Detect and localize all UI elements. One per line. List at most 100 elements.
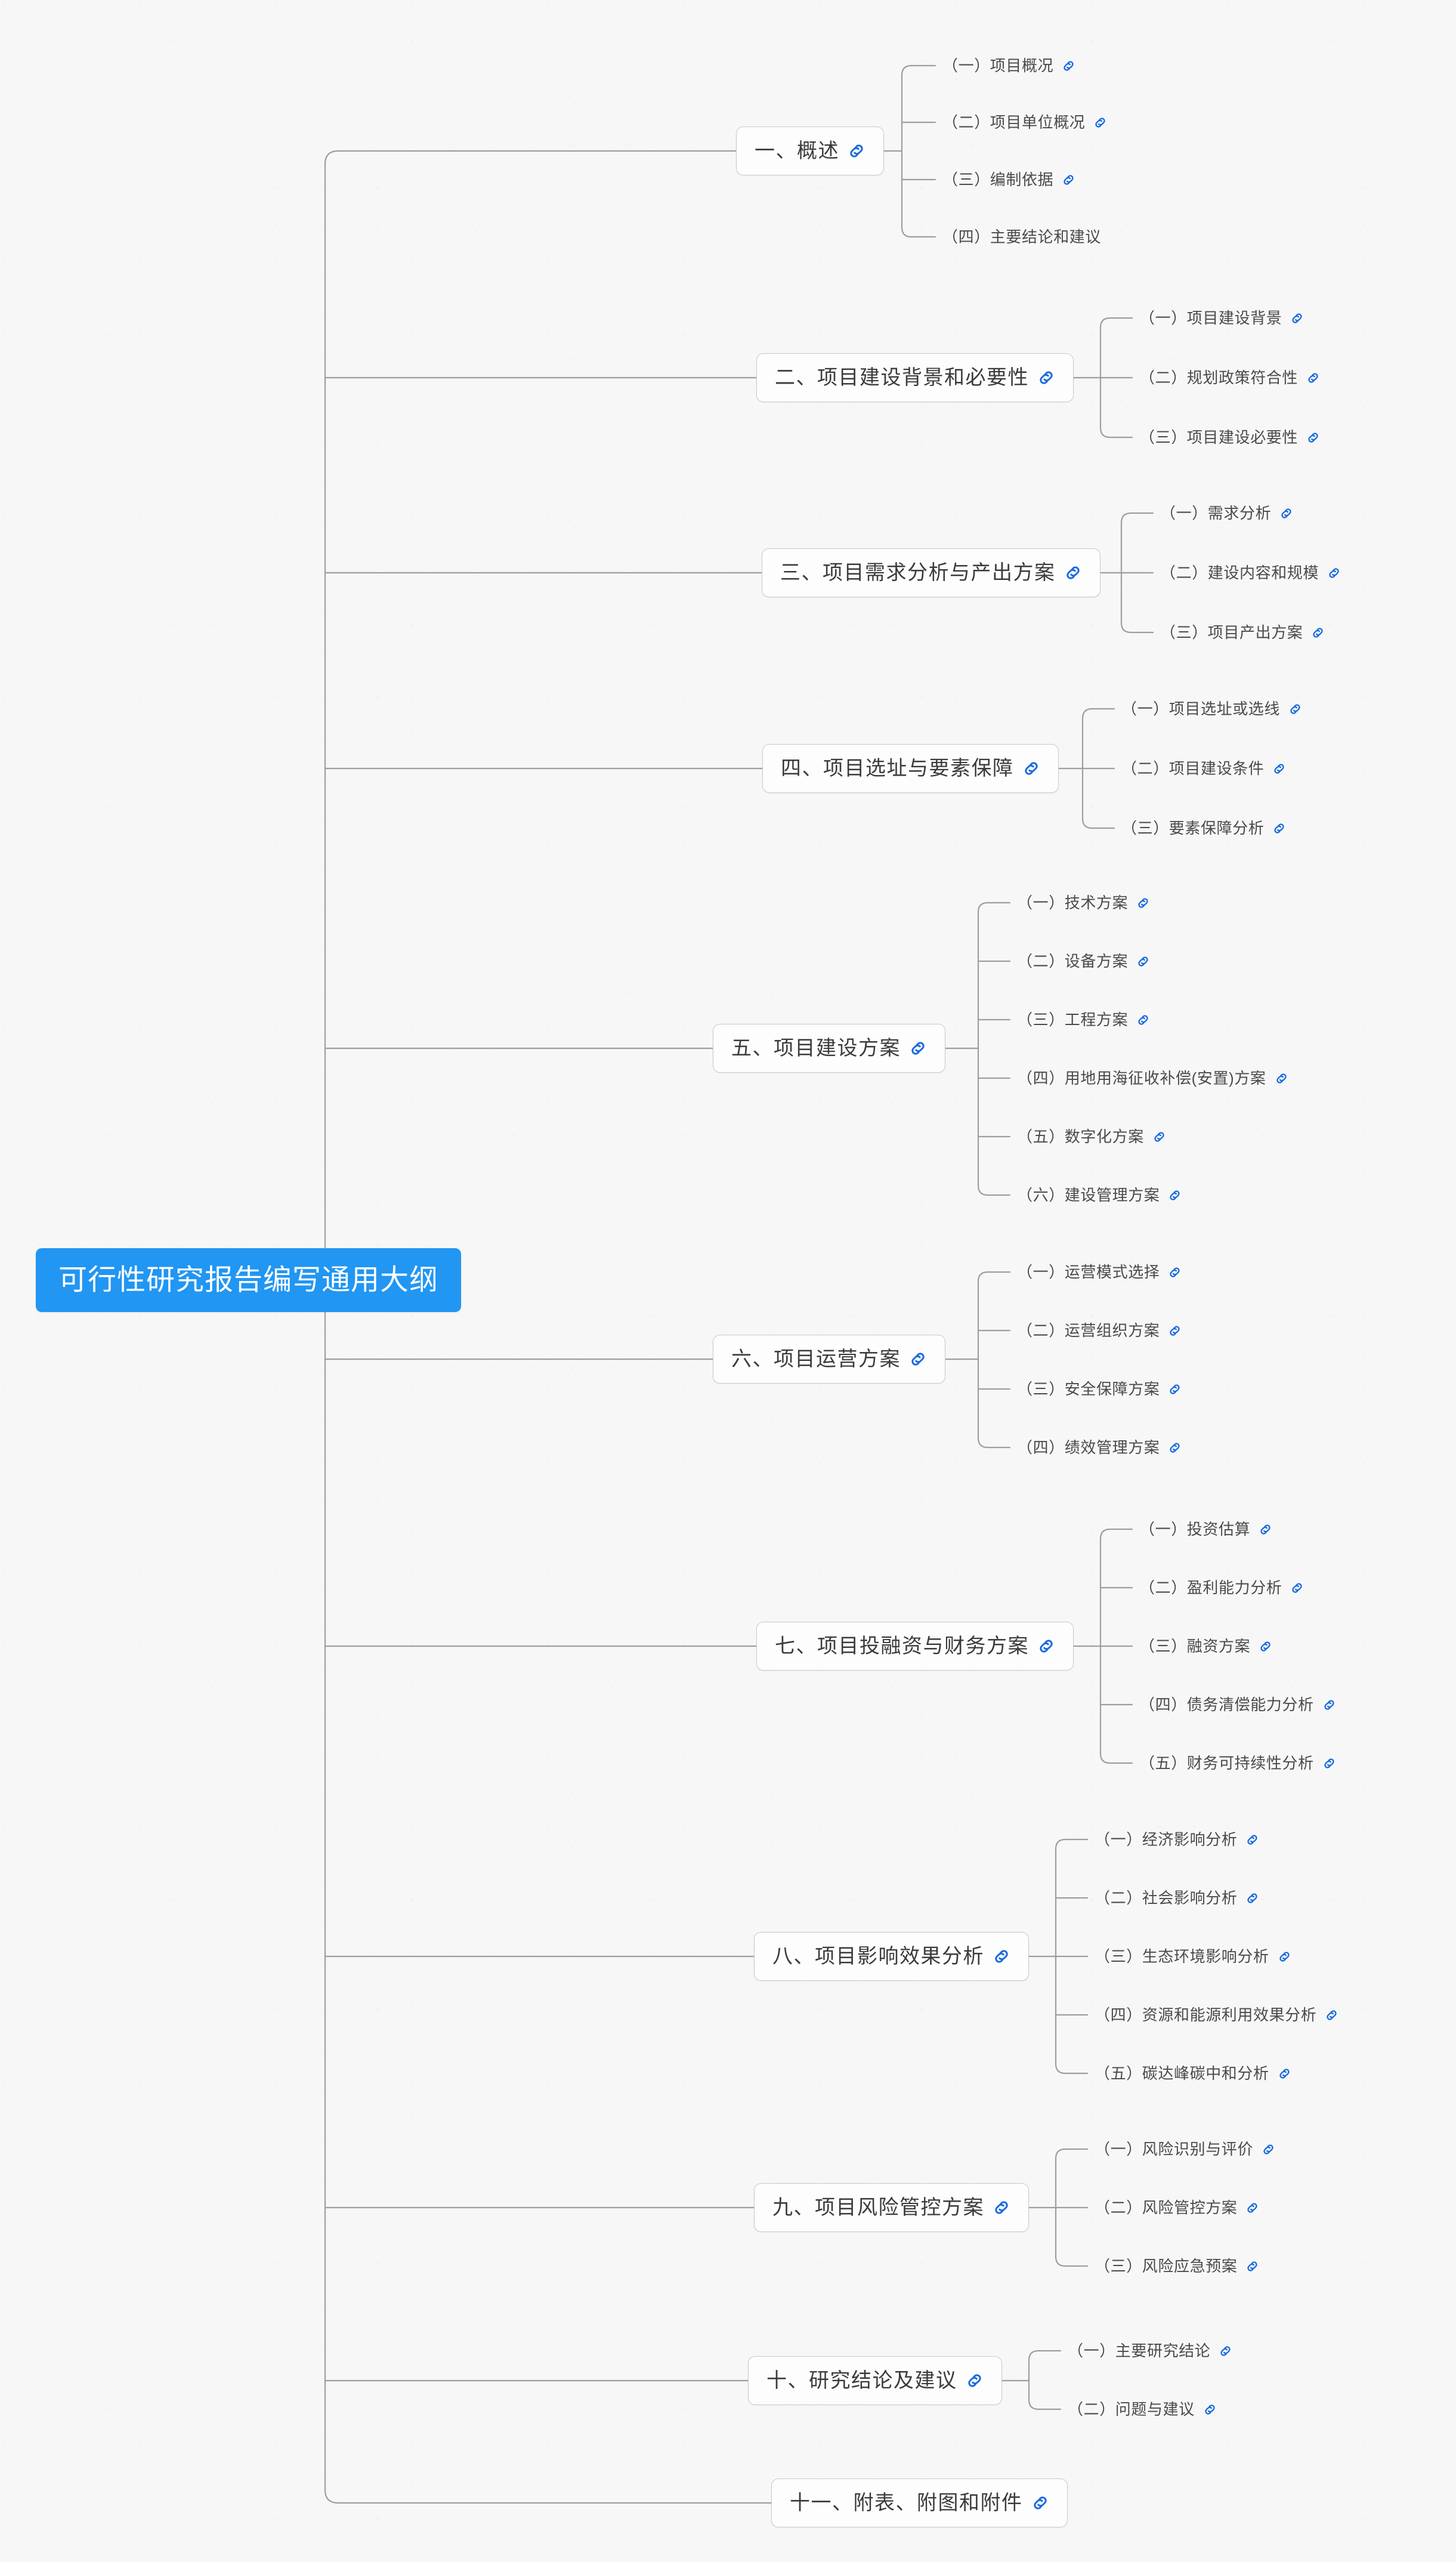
leaf-node[interactable]: （三）项目建设必要性 [1139,428,1320,447]
link-icon[interactable] [1259,1640,1272,1653]
leaf-node[interactable]: （三）安全保障方案 [1017,1380,1182,1399]
leaf-node[interactable]: （五）数字化方案 [1017,1128,1166,1146]
leaf-node[interactable]: （二）建设内容和规模 [1160,564,1341,582]
branch-node-6[interactable]: 六、项目运营方案 [713,1334,945,1384]
branch-node-9[interactable]: 九、项目风险管控方案 [754,2183,1029,2233]
link-icon[interactable] [1037,369,1055,387]
leaf-node[interactable]: （一）运营模式选择 [1017,1263,1182,1282]
link-icon[interactable] [1168,1382,1182,1396]
link-icon[interactable] [1168,1441,1182,1455]
link-icon[interactable] [1136,896,1150,910]
link-icon[interactable] [1259,1523,1272,1536]
leaf-node[interactable]: （四）资源和能源利用效果分析 [1095,2006,1338,2024]
leaf-node[interactable]: （三）工程方案 [1017,1011,1150,1029]
link-icon[interactable] [1062,59,1075,73]
link-icon[interactable] [1062,173,1075,187]
leaf-node[interactable]: （一）项目选址或选线 [1121,700,1302,718]
leaf-node[interactable]: （二）盈利能力分析 [1139,1579,1304,1597]
leaf-node[interactable]: （三）要素保障分析 [1121,819,1286,838]
link-icon[interactable] [1168,1189,1182,1202]
link-icon[interactable] [909,1039,927,1057]
branch-node-2[interactable]: 二、项目建设背景和必要性 [756,353,1074,403]
link-icon[interactable] [1136,955,1150,968]
link-icon[interactable] [1311,626,1325,640]
branch-node-4[interactable]: 四、项目选址与要素保障 [762,743,1059,794]
link-icon[interactable] [1203,2403,1217,2416]
link-icon[interactable] [1272,762,1286,776]
leaf-node[interactable]: （一）项目建设背景 [1139,309,1304,328]
leaf-node[interactable]: （三）生态环境影响分析 [1095,1947,1291,1966]
leaf-node[interactable]: （二）风险管控方案 [1095,2199,1259,2217]
branch-node-3[interactable]: 三、项目需求分析与产出方案 [762,548,1100,598]
link-icon[interactable] [1031,2494,1049,2512]
link-icon[interactable] [1272,822,1286,835]
link-icon[interactable] [1290,311,1304,325]
branch-node-7[interactable]: 七、项目投融资与财务方案 [756,1621,1074,1671]
branch-node-8[interactable]: 八、项目影响效果分析 [754,1931,1029,1981]
leaf-node[interactable]: （一）项目概况 [942,57,1075,75]
leaf-node[interactable]: （三）编制依据 [942,171,1075,189]
leaf-node[interactable]: （三）项目产出方案 [1160,623,1325,642]
leaf-node[interactable]: （四）用地用海征收补偿(安置)方案 [1017,1069,1288,1088]
leaf-node[interactable]: （三）风险应急预案 [1095,2257,1259,2276]
link-icon[interactable] [966,2372,984,2390]
leaf-node[interactable]: （二）问题与建议 [1068,2400,1217,2419]
leaf-node[interactable]: （一）需求分析 [1160,504,1293,523]
link-icon[interactable] [1288,702,1302,716]
link-icon[interactable] [1245,1833,1259,1847]
link-icon[interactable] [1037,1637,1055,1655]
link-icon[interactable] [1322,1698,1336,1712]
leaf-node[interactable]: （二）社会影响分析 [1095,1889,1259,1907]
link-icon[interactable] [1245,2201,1259,2215]
link-icon[interactable] [1168,1324,1182,1338]
link-icon[interactable] [1093,116,1107,129]
link-icon[interactable] [1306,371,1320,385]
branch-label: 八、项目影响效果分析 [772,1944,984,1968]
branch-node-5[interactable]: 五、项目建设方案 [713,1023,945,1073]
leaf-label: （五）碳达峰碳中和分析 [1095,2064,1269,2082]
link-icon[interactable] [848,142,865,160]
link-icon[interactable] [1168,1265,1182,1279]
link-icon[interactable] [1152,1130,1166,1144]
branch-node-1[interactable]: 一、概述 [736,126,884,176]
link-icon[interactable] [1136,1013,1150,1027]
leaf-node[interactable]: （四）绩效管理方案 [1017,1439,1182,1457]
leaf-node[interactable]: （一）经济影响分析 [1095,1831,1259,1849]
link-icon[interactable] [1322,1757,1336,1770]
leaf-node[interactable]: （一）投资估算 [1139,1520,1272,1539]
link-icon[interactable] [1278,2067,1291,2081]
leaf-node[interactable]: （三）融资方案 [1139,1637,1272,1656]
root-node[interactable]: 可行性研究报告编写通用大纲 [36,1248,462,1313]
link-icon[interactable] [909,1350,927,1368]
leaf-node[interactable]: （四）主要结论和建议 [942,228,1101,246]
leaf-node[interactable]: （二）规划政策符合性 [1139,369,1320,387]
leaf-node[interactable]: （五）财务可持续性分析 [1139,1754,1336,1773]
link-icon[interactable] [1278,1950,1291,1964]
link-icon[interactable] [993,1947,1010,1965]
link-icon[interactable] [1022,760,1040,777]
leaf-node[interactable]: （五）碳达峰碳中和分析 [1095,2064,1291,2083]
branch-node-10[interactable]: 十、研究结论及建议 [748,2356,1002,2406]
link-icon[interactable] [1290,1581,1304,1595]
link-icon[interactable] [1262,2143,1275,2156]
link-icon[interactable] [1327,566,1341,580]
link-icon[interactable] [1219,2344,1232,2358]
link-icon[interactable] [1279,507,1293,520]
leaf-node[interactable]: （二）项目单位概况 [942,113,1107,132]
link-icon[interactable] [1245,2260,1259,2273]
leaf-node[interactable]: （二）设备方案 [1017,952,1150,971]
leaf-node[interactable]: （一）风险识别与评价 [1095,2140,1275,2159]
leaf-node[interactable]: （四）债务清偿能力分析 [1139,1696,1336,1714]
link-icon[interactable] [1275,1072,1288,1085]
link-icon[interactable] [1064,564,1082,582]
link-icon[interactable] [1245,1891,1259,1905]
link-icon[interactable] [1306,431,1320,445]
link-icon[interactable] [1325,2008,1338,2022]
leaf-node[interactable]: （六）建设管理方案 [1017,1186,1182,1205]
link-icon[interactable] [993,2199,1010,2217]
leaf-node[interactable]: （二）运营组织方案 [1017,1322,1182,1340]
branch-node-11[interactable]: 十一、附表、附图和附件 [771,2478,1068,2528]
leaf-node[interactable]: （一）主要研究结论 [1068,2342,1232,2360]
leaf-node[interactable]: （一）技术方案 [1017,894,1150,912]
leaf-node[interactable]: （二）项目建设条件 [1121,760,1286,778]
